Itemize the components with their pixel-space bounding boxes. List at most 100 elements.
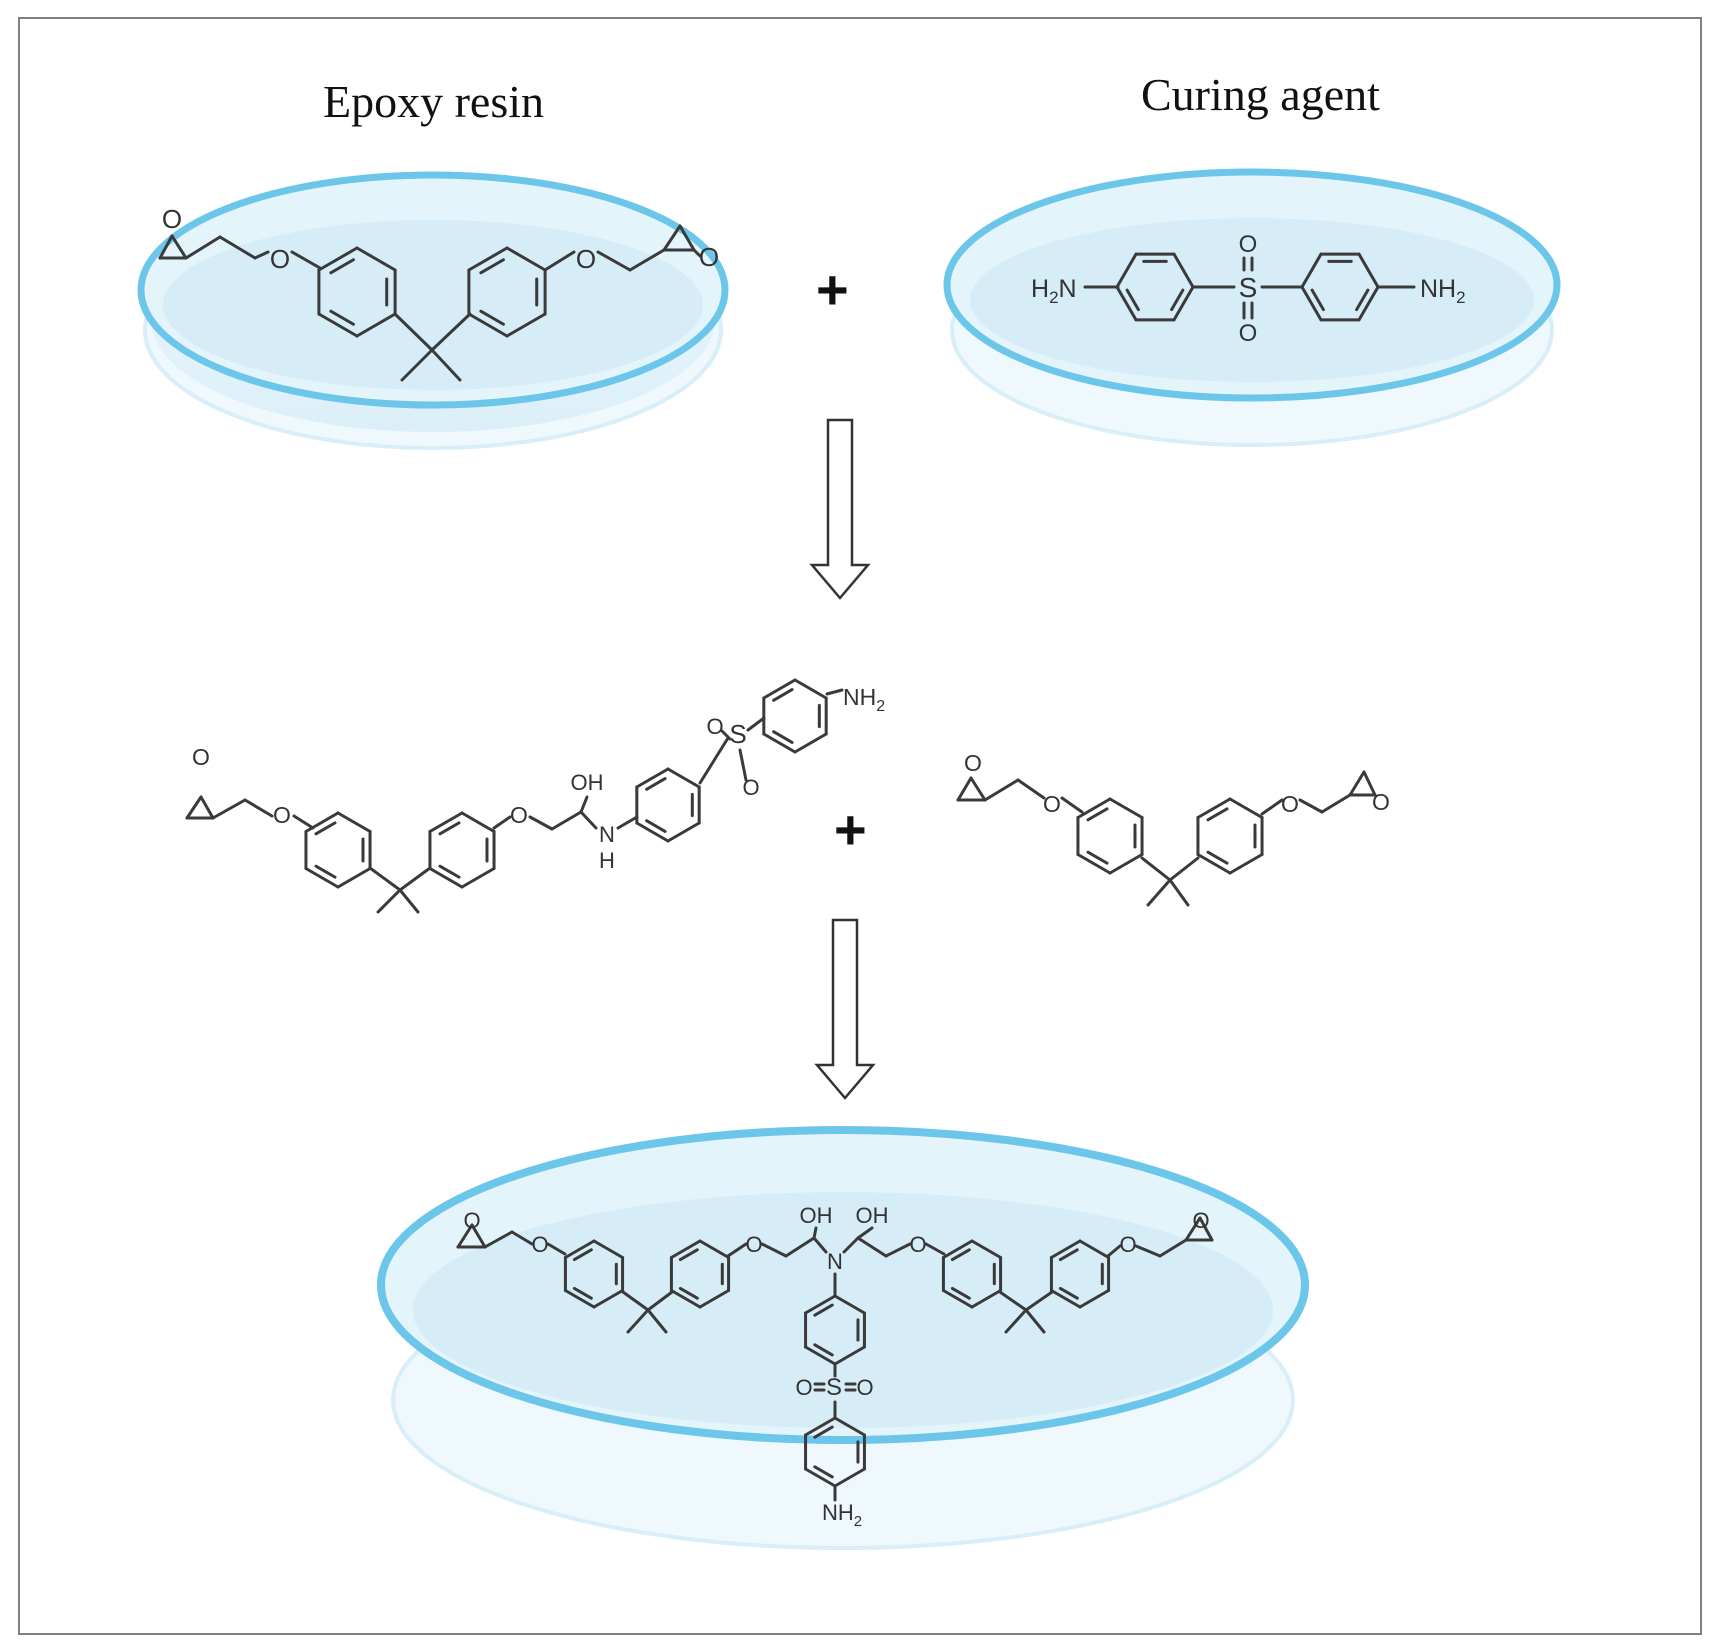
- atom-label-o: O: [1119, 1232, 1136, 1257]
- bond: [678, 224, 696, 252]
- bond: [563, 1289, 596, 1309]
- bond: [185, 795, 203, 820]
- bond: [666, 767, 701, 789]
- bond: [543, 250, 576, 272]
- bond: [833, 1294, 866, 1315]
- bond: [738, 748, 748, 782]
- bond: [1198, 1216, 1214, 1242]
- bond: [460, 811, 496, 833]
- bond: [317, 312, 359, 338]
- atom-label-o: O: [273, 802, 291, 828]
- bond: [456, 1223, 474, 1249]
- bond: [1134, 1244, 1162, 1258]
- bond: [950, 1286, 971, 1300]
- atom-label-o: O: [706, 714, 723, 739]
- atom-label-o: O: [1192, 1208, 1209, 1233]
- bond: [428, 867, 464, 889]
- figure-frame: [18, 17, 1702, 1635]
- bond: [692, 248, 702, 258]
- bond: [505, 312, 547, 338]
- bond: [698, 736, 730, 785]
- bond: [572, 1286, 593, 1300]
- bond: [398, 866, 432, 892]
- bond: [698, 1239, 731, 1259]
- bond: [1146, 878, 1172, 907]
- bond: [336, 811, 372, 833]
- plus-sign-middle: +: [834, 798, 867, 861]
- bond: [616, 815, 639, 830]
- bond: [1076, 797, 1112, 819]
- atom-label-o: O: [1372, 789, 1390, 815]
- bond: [628, 248, 666, 272]
- bond: [428, 811, 464, 833]
- bond: [430, 312, 472, 352]
- bond: [376, 888, 402, 914]
- molecule-bonds: [158, 224, 1416, 1502]
- bond: [856, 1236, 888, 1258]
- bond: [393, 312, 434, 352]
- atom-label-oh: OH: [571, 770, 604, 795]
- bond: [856, 1226, 874, 1240]
- bond: [970, 1239, 1003, 1259]
- atom-label-o: O: [795, 1375, 812, 1400]
- bond: [400, 348, 434, 382]
- bond: [211, 798, 247, 820]
- bond: [621, 1290, 650, 1312]
- bond: [941, 1239, 974, 1259]
- bond: [1049, 1239, 1082, 1259]
- bond: [1016, 778, 1046, 800]
- bond: [1172, 285, 1195, 322]
- bond: [479, 309, 505, 326]
- bond: [1228, 853, 1264, 875]
- bond: [1310, 288, 1325, 312]
- bond: [1158, 1238, 1188, 1258]
- bond: [646, 1290, 674, 1312]
- bond: [1260, 798, 1284, 816]
- atom-label-n: N: [827, 1249, 843, 1274]
- bond: [460, 867, 496, 889]
- bond: [314, 864, 337, 879]
- petri-dish-curing-agent: [943, 168, 1561, 447]
- petri-dish-epoxy: [137, 171, 729, 450]
- bond: [784, 1236, 816, 1258]
- bond: [1106, 1244, 1122, 1258]
- atom-label-o: O: [745, 1232, 762, 1257]
- bond: [1115, 252, 1138, 289]
- bond: [812, 1236, 828, 1254]
- bond: [833, 1345, 866, 1366]
- bond: [804, 1416, 837, 1437]
- bond: [812, 1226, 818, 1240]
- bond: [292, 814, 315, 830]
- atom-label-o: O: [531, 1232, 548, 1257]
- bond: [842, 1236, 860, 1254]
- bond: [1196, 797, 1232, 819]
- atom-label-nh2: NH2: [843, 684, 885, 715]
- atom-label-o: O: [1043, 791, 1061, 817]
- bond: [430, 348, 462, 382]
- bond: [635, 767, 670, 789]
- bond: [199, 795, 215, 820]
- bond: [924, 1242, 946, 1256]
- bond: [336, 867, 372, 889]
- bond: [772, 730, 794, 744]
- bond: [678, 1248, 699, 1262]
- molecule-crosslinked-product: O O O OH OH N O O O S O O NH2: [463, 1203, 1209, 1530]
- reaction-arrow-1: [809, 418, 871, 600]
- reaction-arrow-2: [814, 918, 876, 1100]
- bond: [833, 1467, 866, 1488]
- bond: [941, 1289, 974, 1309]
- epoxy-resin-title: Epoxy resin: [323, 76, 545, 127]
- bond: [813, 1343, 834, 1357]
- bond: [884, 1242, 912, 1258]
- bond: [1108, 853, 1144, 875]
- bond: [355, 312, 397, 338]
- atom-label-s: S: [1239, 272, 1258, 303]
- bond: [329, 258, 355, 275]
- bond: [1206, 807, 1229, 822]
- bond: [762, 732, 797, 754]
- bond: [483, 1230, 514, 1249]
- bond: [698, 1289, 731, 1309]
- bond: [669, 1239, 702, 1259]
